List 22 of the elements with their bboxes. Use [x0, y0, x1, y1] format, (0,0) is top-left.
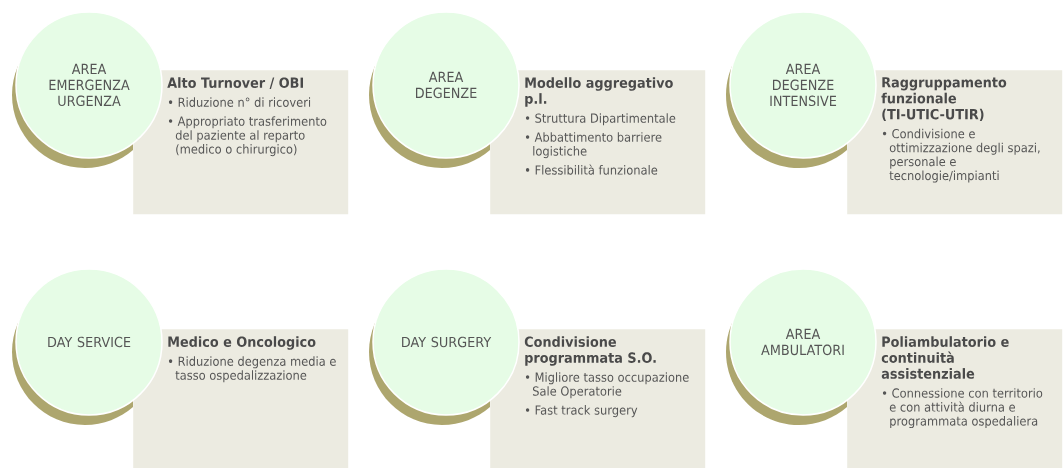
bullet-item: • Riduzione degenza media e tasso ospedalizzazione: [168, 356, 336, 383]
bullet-item: • Migliore tasso occupazione Sale Operatorie: [525, 372, 689, 399]
bullet-item: • Flessibilità funzionale: [525, 164, 658, 175]
box-heading: Modello aggregativo p.l.: [525, 77, 673, 107]
bullet-item: • Fast track surgery: [525, 405, 638, 418]
box-heading: Poliambulatorio e continuità assistenziale: [881, 336, 1009, 379]
box-heading: Medico e Oncologico: [168, 336, 316, 350]
box-heading: Alto Turnover / OBI: [167, 77, 303, 90]
bullet-item: • Connessione con territorio e con attività diurna e programmata ospedaliera: [882, 388, 1043, 429]
info-box: [847, 329, 1063, 468]
bullet-item: • Appropriato trasferimento del paziente al reparto (medico o chirurgico): [168, 116, 327, 157]
bullet-item: • Struttura Dipartimentale: [525, 113, 676, 126]
box-heading: Condivisione programmata S.O.: [524, 336, 656, 366]
info-box: [490, 329, 706, 468]
bullet-item: • Abbattimento barriere logistiche: [525, 132, 662, 159]
bullet-item: • Condivisione e ottimizzazione degli spazi, personale e tecnologie/impianti: [882, 128, 1040, 183]
info-box: [133, 329, 349, 468]
info-box: [847, 70, 1063, 215]
info-box: [490, 70, 706, 215]
bullet-item: • Riduzione n° di ricoveri: [168, 97, 311, 107]
box-heading: Raggruppamento funzionale (TI-UTIC-UTIR): [881, 77, 1007, 122]
info-box: [133, 70, 349, 215]
